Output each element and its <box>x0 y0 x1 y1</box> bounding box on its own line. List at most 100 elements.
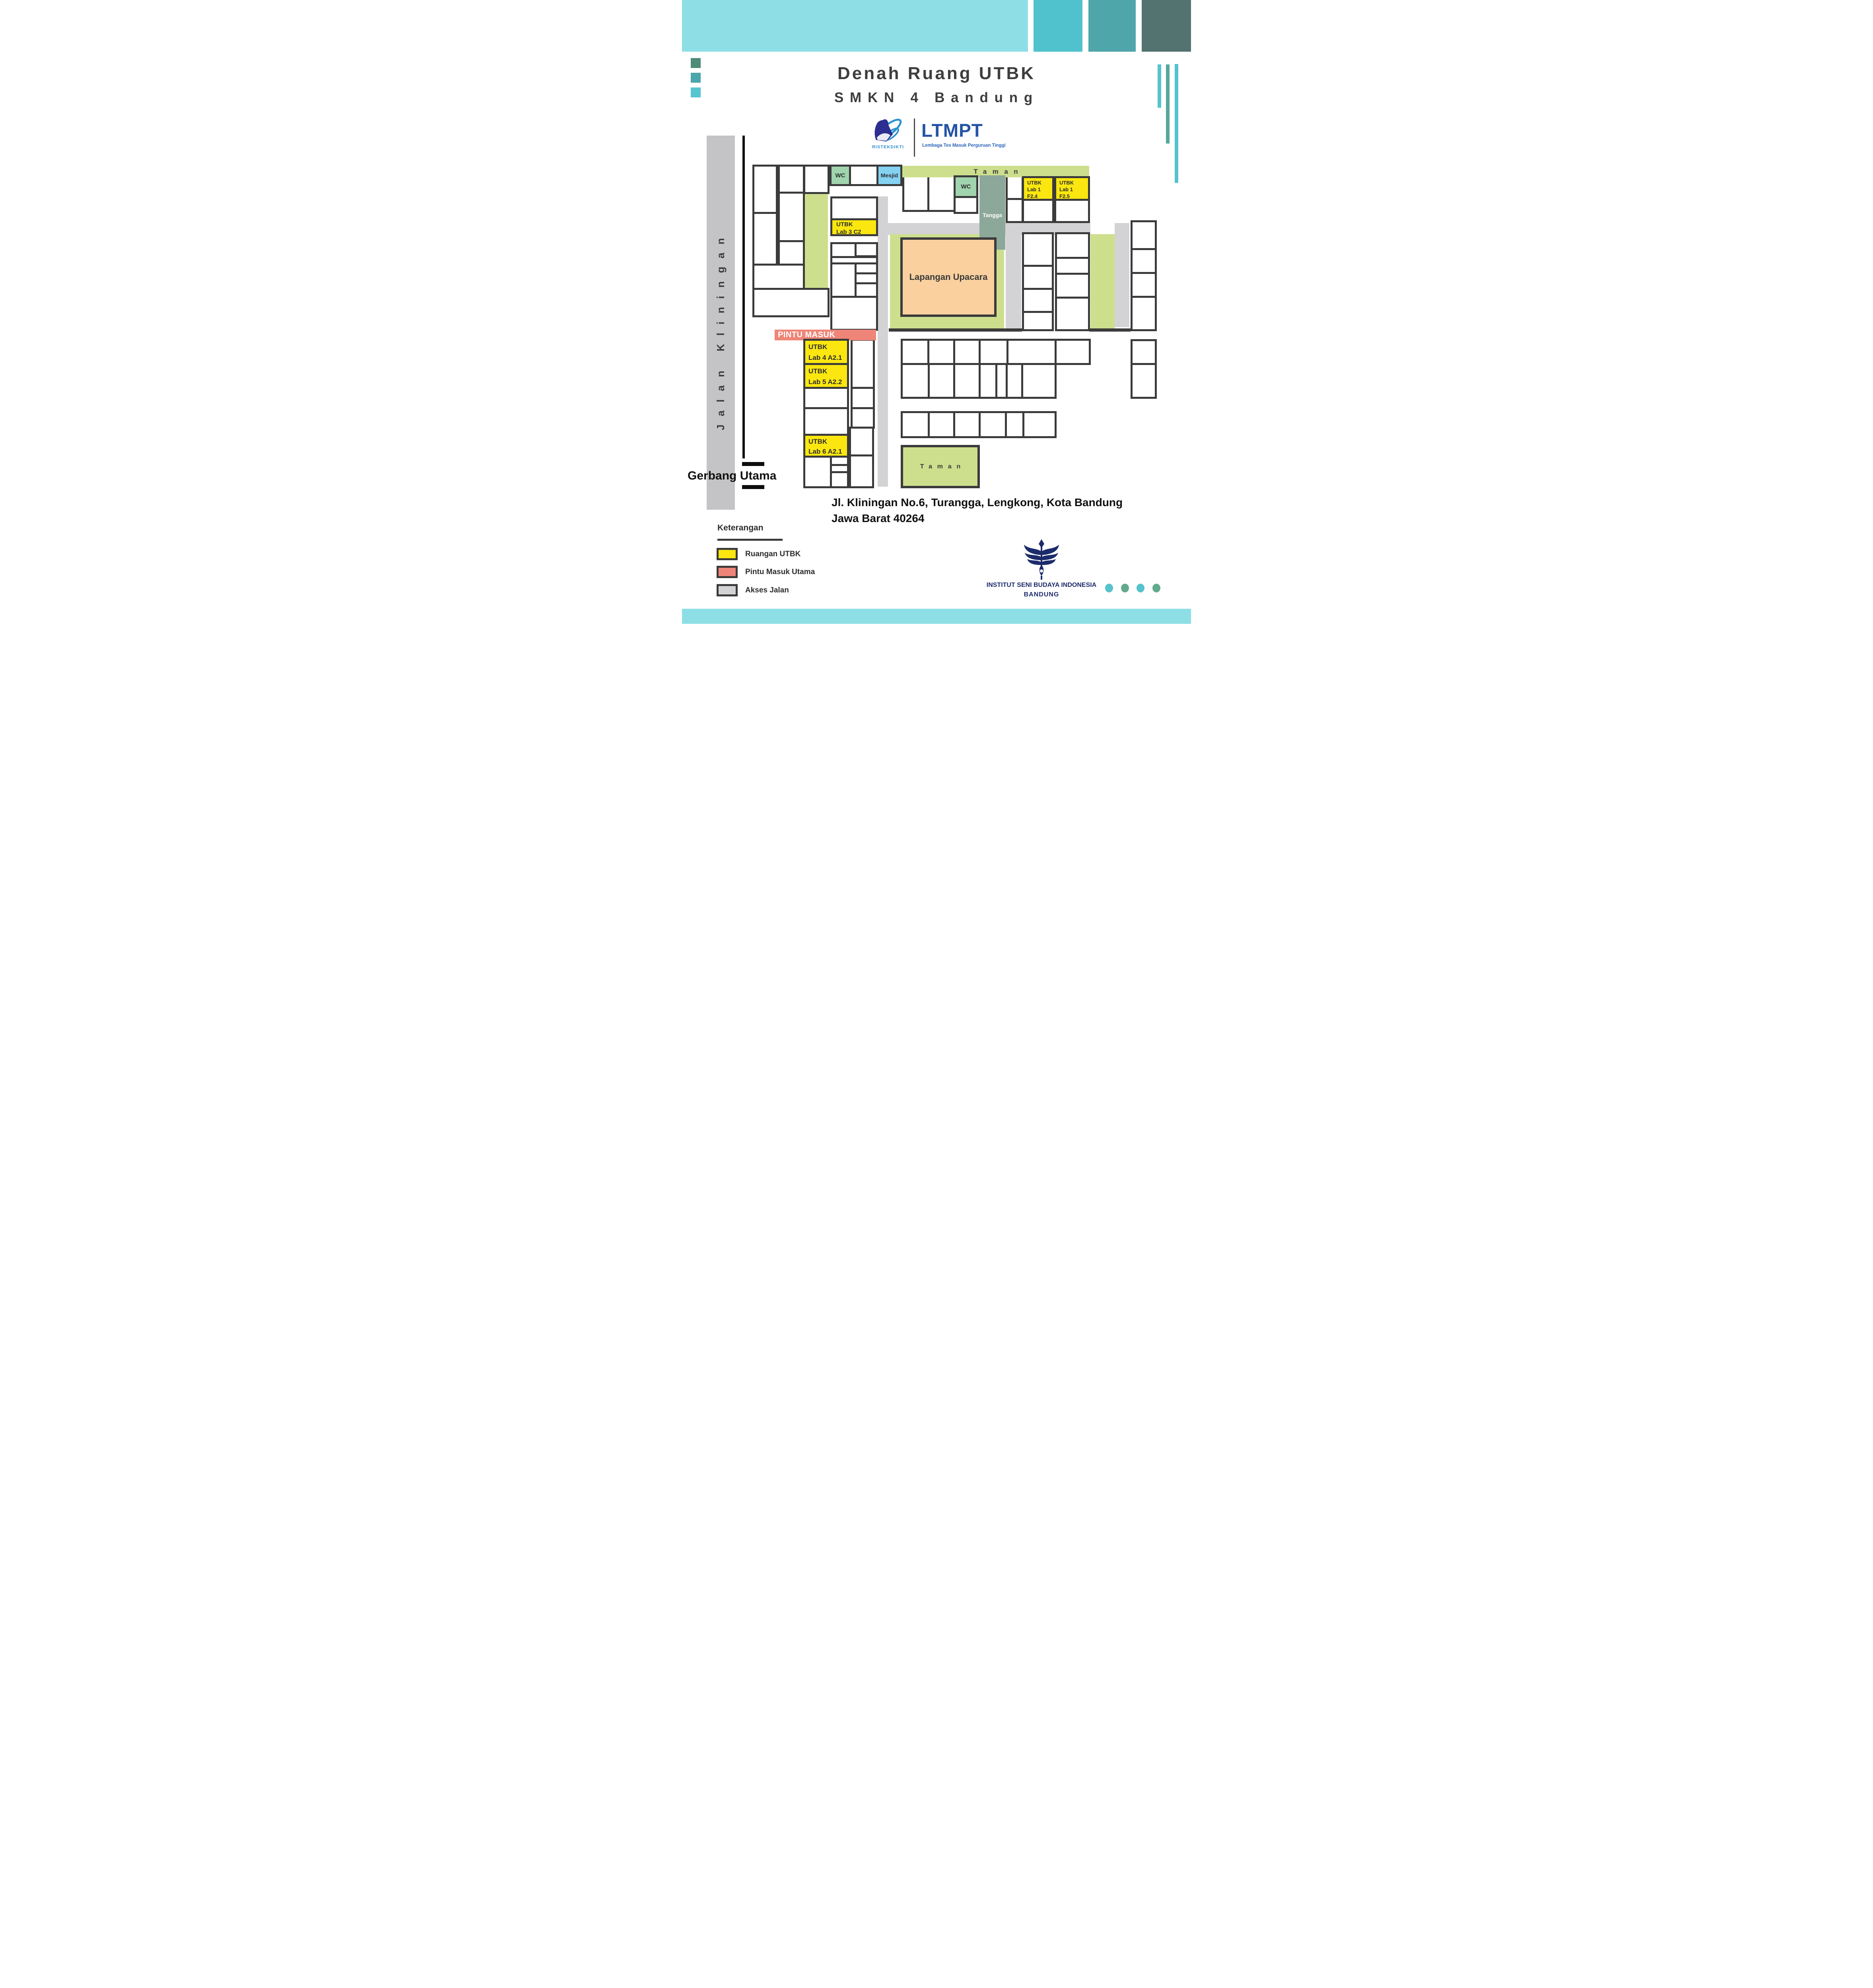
legend-swatch-utbk <box>717 548 738 560</box>
room <box>851 387 875 409</box>
room <box>901 363 930 399</box>
page-subtitle: SMKN 4 Bandung <box>834 90 1039 105</box>
room <box>830 262 857 300</box>
room <box>953 411 981 438</box>
garden-bottom-label: Taman <box>920 463 966 470</box>
boundary-wall <box>742 136 745 458</box>
room <box>1021 363 1057 399</box>
room <box>1055 297 1090 331</box>
address-line1: Jl. Kliningan No.6, Turangga, Lengkong, … <box>832 496 1123 509</box>
page-title: Denah Ruang UTBK <box>837 64 1036 83</box>
footer-dot-3 <box>1137 584 1144 592</box>
map-zone <box>1006 234 1021 331</box>
header-band-accent-1 <box>1034 0 1082 52</box>
mosque-label: Mesjid <box>880 172 898 179</box>
room <box>752 165 778 214</box>
room <box>901 411 930 438</box>
ristekdikti-label: RISTEKDIKTI <box>872 145 904 149</box>
accent-square-3 <box>691 87 701 97</box>
entrance-banner: PINTU MASUK <box>775 330 876 340</box>
room <box>979 339 1008 365</box>
room <box>1006 198 1024 223</box>
bottom-accent-strip <box>682 609 1191 624</box>
ristekdikti-logo-graphic <box>874 118 902 142</box>
lab1-f24-line2: Lab 1 <box>1027 186 1041 192</box>
mosque-room: Mesjid <box>876 165 902 186</box>
utbk-lab4: UTBK Lab 4 A2.1 <box>803 339 849 365</box>
stairs-label: Tangga <box>983 212 1002 218</box>
room <box>830 296 878 331</box>
accent-square-1 <box>691 58 701 68</box>
room <box>954 196 978 214</box>
room <box>849 454 874 488</box>
room <box>1131 220 1157 252</box>
wc-room-top: WC <box>830 165 851 186</box>
map-zone <box>878 196 888 487</box>
footer-dot-2 <box>1121 584 1129 592</box>
gate-bar-bottom <box>742 485 764 489</box>
footer-dot-4 <box>1152 584 1160 592</box>
room <box>855 242 878 257</box>
lab1-f25-line3: F2.5 <box>1059 193 1070 199</box>
legend-label-path: Akses Jalan <box>745 586 789 594</box>
lab6-line2: Lab 6 A2.1 <box>808 448 842 455</box>
isbi-logo <box>1022 539 1061 580</box>
room <box>752 264 805 292</box>
lab3-line1: UTBK <box>836 221 853 228</box>
room <box>1006 363 1023 399</box>
garden-bottom: Taman <box>901 445 980 488</box>
room <box>927 175 956 212</box>
room <box>803 387 849 409</box>
room <box>1055 339 1091 365</box>
room <box>778 165 805 196</box>
room <box>979 411 1007 438</box>
room <box>830 471 849 488</box>
room <box>1022 198 1054 223</box>
wc-room-right: WC <box>954 175 978 198</box>
lab1-f24-line1: UTBK <box>1027 180 1042 186</box>
room <box>901 339 930 365</box>
lab1-f24-line3: F2.4 <box>1027 193 1038 199</box>
room <box>979 363 997 399</box>
room <box>803 456 832 488</box>
room <box>902 175 929 212</box>
room <box>928 411 955 438</box>
utbk-lab6: UTBK Lab 6 A2.1 <box>803 434 849 458</box>
entrance-label: PINTU MASUK <box>778 330 835 339</box>
room <box>1006 339 1057 365</box>
room <box>1022 232 1054 269</box>
header-band-accent-2 <box>1088 0 1136 52</box>
room <box>953 363 981 399</box>
legend-label-entrance: Pintu Masuk Utama <box>745 568 815 576</box>
map-zone <box>1115 223 1129 327</box>
garden-top-label: Taman <box>973 167 1024 175</box>
room <box>953 339 981 365</box>
ltmpt-tagline: Lembaga Tes Masuk Perguruan Tinggi <box>922 143 1006 148</box>
footer-dot-1 <box>1105 584 1113 592</box>
poster-page: Denah Ruang UTBK SMKN 4 Bandung RISTEKDI… <box>682 0 1191 624</box>
room <box>1131 296 1157 331</box>
room <box>1005 411 1024 438</box>
field-lapangan-upacara: Lapangan Upacara <box>900 237 997 317</box>
legend-title: Keterangan <box>717 523 764 532</box>
map-zone <box>1090 234 1115 331</box>
lab1-f25-line1: UTBK <box>1059 180 1074 186</box>
room <box>1055 232 1090 261</box>
campus-floor-plan: Jalan Kliningan Gerbang Utama WC Mesjid … <box>682 0 1191 624</box>
map-zone <box>805 190 828 290</box>
logo-divider <box>914 118 915 157</box>
utbk-lab3: UTBK Lab 3 C2 <box>830 218 878 236</box>
institute-city: BANDUNG <box>1024 591 1059 598</box>
room <box>1054 198 1090 223</box>
accent-vbar-2 <box>1166 64 1170 144</box>
room <box>803 407 849 436</box>
lab3-line2: Lab 3 C2 <box>836 229 861 235</box>
room <box>851 339 875 389</box>
ltmpt-logo-text: LTMPT <box>921 120 983 141</box>
isbi-logo-graphic <box>1024 539 1059 580</box>
room <box>1022 411 1057 438</box>
room <box>803 165 830 194</box>
map-zone <box>889 328 1022 332</box>
room <box>1131 363 1157 399</box>
room <box>1131 339 1157 367</box>
